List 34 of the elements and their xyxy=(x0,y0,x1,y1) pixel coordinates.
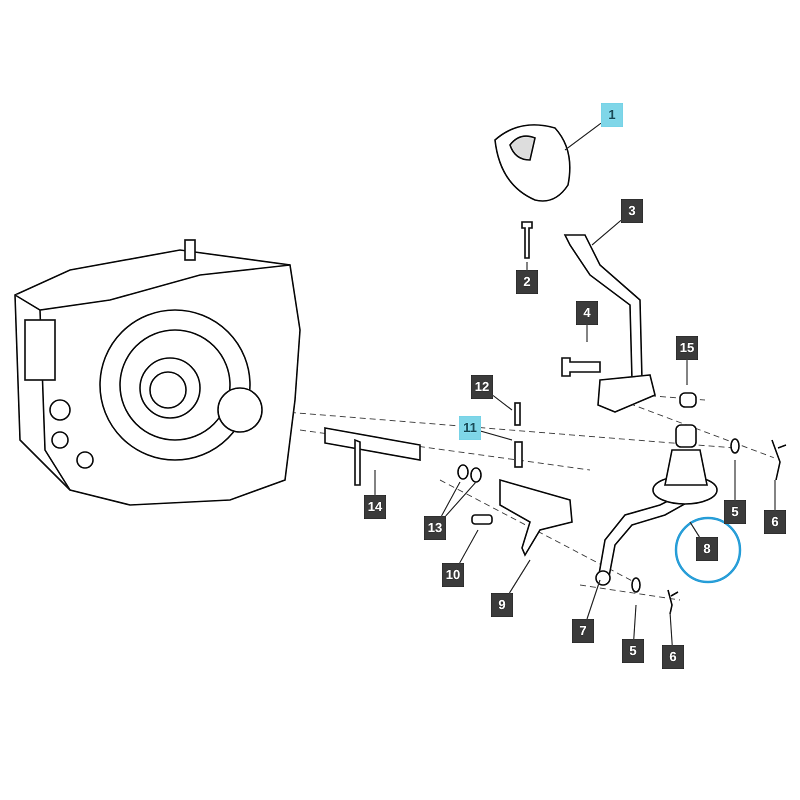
leader-line xyxy=(690,522,700,538)
leader-line xyxy=(445,482,476,516)
callout-number: 4 xyxy=(576,301,598,325)
leader-line xyxy=(586,580,601,620)
leader-line xyxy=(459,530,479,564)
leader-line xyxy=(774,480,776,510)
callout-number: 3 xyxy=(621,199,643,223)
callout-number: 6 xyxy=(764,510,786,534)
callout-number: 10 xyxy=(442,563,464,587)
leader-line xyxy=(374,470,376,495)
leader-line xyxy=(669,612,673,646)
callout-number: 6 xyxy=(662,645,684,669)
leader-line xyxy=(492,394,512,410)
callout-number: 2 xyxy=(516,270,538,294)
callout-number: 5 xyxy=(724,500,746,524)
callout-number: 8 xyxy=(696,537,718,561)
callout-number: 1 xyxy=(601,103,623,127)
leader-line xyxy=(734,460,736,500)
callout-number: 7 xyxy=(572,619,594,643)
callout-number: 14 xyxy=(364,495,386,519)
leader-line xyxy=(564,122,602,150)
callout-number: 5 xyxy=(622,639,644,663)
callout-number: 15 xyxy=(676,336,698,360)
leader-line xyxy=(480,430,512,441)
leader-line xyxy=(586,325,588,342)
leader-line xyxy=(592,220,622,246)
leader-line xyxy=(508,560,530,594)
callout-number: 11 xyxy=(459,416,481,440)
callout-number: 9 xyxy=(491,593,513,617)
callout-number: 12 xyxy=(471,375,493,399)
leader-line xyxy=(686,360,688,385)
leader-line xyxy=(633,604,637,640)
leader-line xyxy=(441,482,461,516)
callout-number: 13 xyxy=(424,516,446,540)
